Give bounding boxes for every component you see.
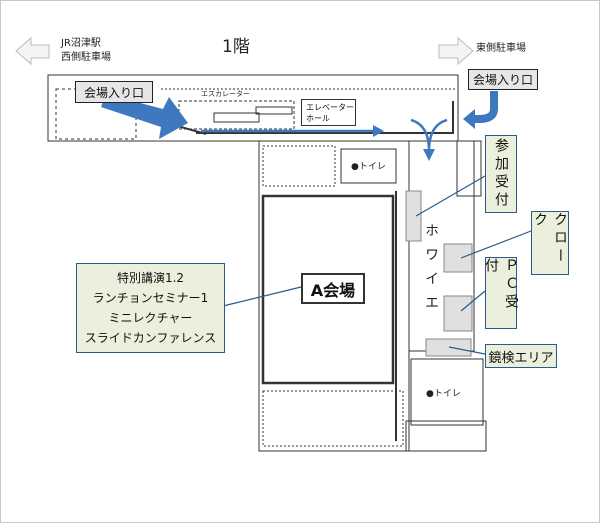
foyer-label: ホワイエ: [423, 223, 439, 319]
split-arrow-icon: [410, 118, 448, 152]
reception-label: 参加受付: [485, 135, 517, 213]
entrance-arrow-icon: [101, 94, 188, 139]
toilet-lower-label: ●トイレ: [426, 389, 461, 399]
elevator-label: エレベーター: [306, 102, 354, 112]
entrance-right-label: 会場入り口: [468, 69, 538, 90]
west-station-label: JR沼津駅: [61, 38, 101, 49]
hall-arrow-icon: [373, 125, 384, 137]
hall-a-label: A会場: [301, 273, 365, 304]
hall-label: ホール: [306, 113, 330, 123]
event-item: ミニレクチャー: [108, 311, 193, 325]
floor-title: 1階: [222, 37, 250, 57]
right-entrance-arrow-icon: [471, 91, 498, 123]
event-item: 特別講演1.2: [116, 271, 185, 285]
toilet-upper-label: ●トイレ: [351, 162, 386, 172]
pc-reception-label: ＰＣ受付: [483, 257, 519, 329]
west-arrow-icon: [15, 36, 50, 66]
west-parking-label: 西側駐車場: [61, 52, 111, 63]
cloak-label: クローク: [531, 211, 569, 275]
event-item: ランチョンセミナー1: [92, 291, 209, 305]
escalator-label: エスカレーター: [201, 90, 250, 98]
east-parking-label: 東側駐車場: [476, 43, 526, 54]
mirror-area-label: 鏡検エリア: [485, 344, 557, 368]
event-item: スライドカンファレンス: [84, 331, 217, 345]
entrance-left-label: 会場入り口: [75, 81, 153, 103]
east-arrow-icon: [438, 36, 474, 66]
event-list: 特別講演1.2 ランチョンセミナー1 ミニレクチャー スライドカンファレンス: [76, 263, 225, 353]
